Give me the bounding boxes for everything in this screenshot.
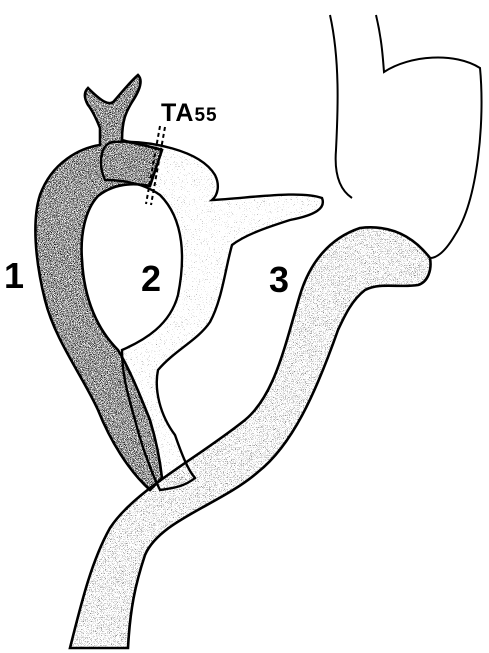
staple-label: TA55 bbox=[161, 101, 218, 126]
label-3: 3 bbox=[269, 262, 289, 298]
label-2: 2 bbox=[141, 261, 161, 297]
staple-label-suffix: 55 bbox=[194, 105, 217, 126]
esophagus-edge bbox=[330, 15, 352, 198]
staple-label-prefix: TA bbox=[161, 99, 194, 127]
label-1: 1 bbox=[4, 258, 24, 294]
stomach-outline bbox=[376, 15, 482, 258]
